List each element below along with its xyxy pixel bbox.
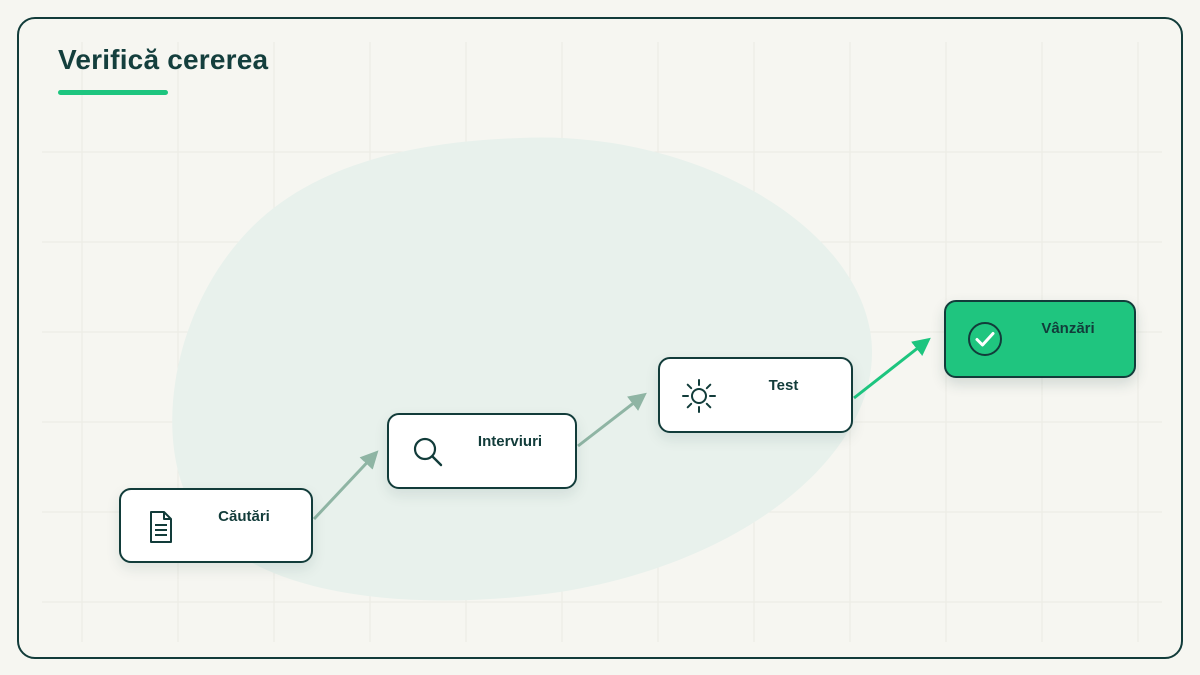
search-icon xyxy=(413,437,443,467)
connector-3 xyxy=(853,337,931,400)
step-test[interactable]: Test xyxy=(658,357,853,433)
document-icon xyxy=(150,511,172,543)
step-cautari[interactable]: Căutări xyxy=(119,488,313,563)
step-label: Vânzări xyxy=(1041,320,1095,337)
check-circle-icon xyxy=(968,322,1002,356)
step-label: Interviuri xyxy=(477,433,543,450)
step-label: Test xyxy=(768,377,799,394)
connector-2 xyxy=(577,392,647,448)
sun-icon xyxy=(682,379,716,413)
connector-1 xyxy=(312,450,379,521)
page-title: Verifică cererea xyxy=(58,44,269,75)
step-vanzari[interactable]: Vânzări xyxy=(944,300,1136,378)
step-interviuri[interactable]: Interviuri xyxy=(387,413,577,489)
step-label: Căutări xyxy=(218,508,270,525)
title-underline xyxy=(58,90,168,95)
